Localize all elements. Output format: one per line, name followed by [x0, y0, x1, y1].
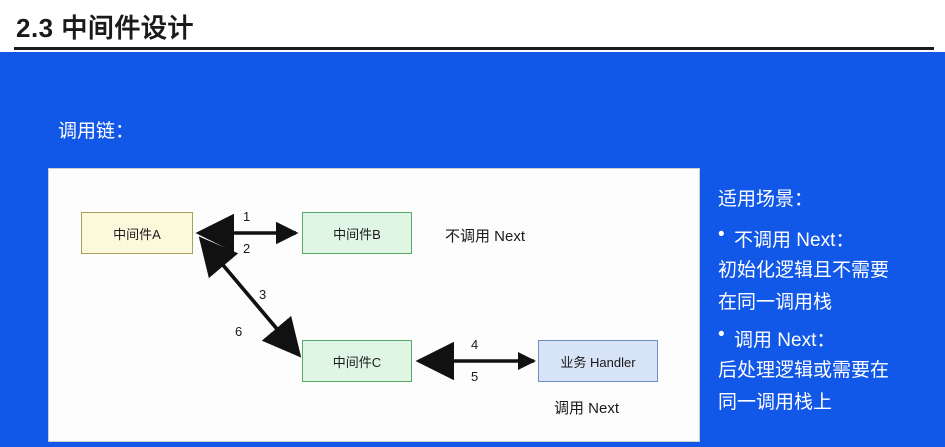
diagram-panel: 中间件A 中间件B 中间件C 业务 Handler 1 2 3 6 4 5 不调… — [48, 168, 700, 442]
node-business-handler-label: 业务 Handler — [560, 354, 636, 370]
edge-number-5: 5 — [471, 369, 479, 384]
node-middleware-c[interactable]: 中间件C — [302, 340, 412, 382]
edge-number-3: 3 — [259, 287, 267, 302]
scenario-bullet-no-next-label: 不调用 Next： — [734, 230, 855, 251]
scenario-bullet-no-next: • 不调用 Next： — [718, 225, 943, 252]
scenario-call-next-line1: 后处理逻辑或需要在 — [718, 360, 890, 382]
diagram-arrows — [195, 213, 536, 381]
scenario-no-next-line1: 初始化逻辑且不需要 — [718, 260, 890, 281]
scenario-call-next-line2: 同一调用栈上 — [718, 391, 833, 413]
header-divider — [14, 47, 934, 50]
annotation-call-next: 调用 Next — [554, 400, 620, 417]
node-middleware-b[interactable]: 中间件B — [302, 212, 412, 254]
scenario-no-next-line2: 在同一调用栈 — [718, 291, 833, 313]
edge-number-4: 4 — [471, 337, 479, 352]
bullet-dot-icon: • — [718, 324, 725, 346]
scenario-title: 适用场景： — [718, 189, 814, 210]
node-middleware-b-label: 中间件B — [333, 226, 381, 242]
edge-number-1: 1 — [243, 209, 251, 224]
node-business-handler[interactable]: 业务 Handler — [538, 340, 658, 382]
call-chain-label: 调用链： — [58, 121, 135, 142]
edge-number-2: 2 — [243, 241, 251, 256]
node-middleware-a-label: 中间件A — [113, 226, 161, 242]
slide-body: 调用链： — [0, 52, 945, 447]
scenario-bullet-call-next-label: 调用 Next： — [734, 330, 836, 352]
node-middleware-c-label: 中间件C — [332, 354, 382, 370]
node-middleware-a[interactable]: 中间件A — [81, 212, 193, 254]
header-band: 2.3 中间件设计 — [0, 0, 945, 52]
annotation-no-next: 不调用 Next — [445, 228, 526, 245]
edge-number-6: 6 — [235, 324, 243, 339]
page-title: 2.3 中间件设计 — [16, 13, 194, 43]
bullet-dot-icon: • — [718, 224, 725, 245]
scenario-list: 适用场景： • 不调用 Next： 初始化逻辑且不需要 在同一调用栈 • 调用 … — [718, 184, 943, 422]
scenario-bullet-call-next: • 调用 Next： — [718, 325, 943, 352]
